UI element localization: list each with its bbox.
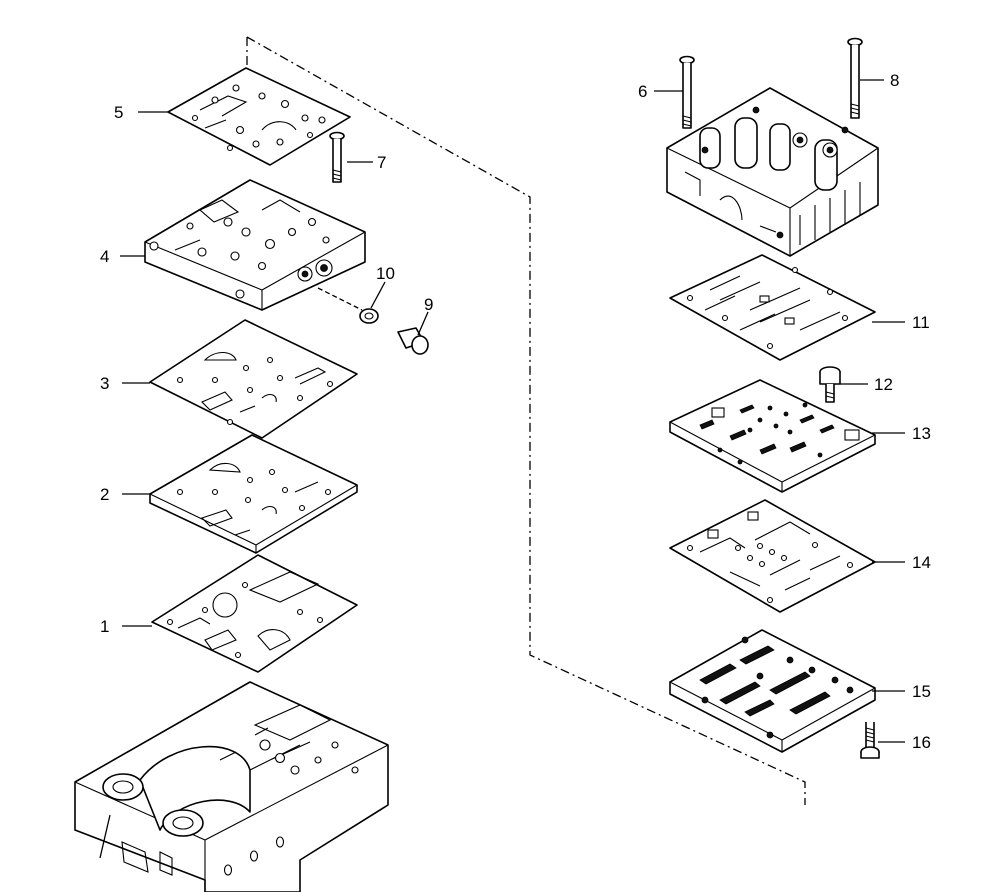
part-12-screw <box>819 366 841 403</box>
part-5-cover-plate <box>167 67 351 166</box>
assembly-boundary-line <box>246 36 806 805</box>
leader-lines <box>99 79 905 859</box>
part-9-plug <box>397 327 429 355</box>
callout-11: 11 <box>912 313 930 332</box>
part-7-bolt <box>329 131 345 183</box>
part-6-bolt <box>679 55 695 129</box>
part-4-valve-body <box>144 179 366 311</box>
callout-15: 15 <box>912 682 931 701</box>
part-13-intermediate-plate <box>669 379 876 493</box>
callout-3: 3 <box>100 374 109 393</box>
callout-9: 9 <box>424 295 433 314</box>
callout-14: 14 <box>912 553 931 572</box>
part-15-valve-body <box>669 629 876 753</box>
part-10-seal-ring <box>317 287 379 324</box>
part-8-bolt <box>847 37 863 119</box>
callout-2: 2 <box>100 485 109 504</box>
callout-8: 8 <box>890 71 899 90</box>
callout-10: 10 <box>376 264 395 283</box>
callout-6: 6 <box>638 82 647 101</box>
part-11-gasket-plate <box>669 254 876 361</box>
callout-5: 5 <box>114 103 123 122</box>
part-2-intermediate-plate <box>149 434 358 554</box>
transmission-housing <box>74 681 389 892</box>
part-16-screw <box>860 722 880 759</box>
callout-7: 7 <box>377 153 386 172</box>
part-1-gasket-plate <box>151 554 358 673</box>
upper-valve-housing <box>666 87 879 257</box>
callout-1: 1 <box>100 617 109 636</box>
part-14-gasket-plate <box>669 499 876 613</box>
callout-13: 13 <box>912 424 931 443</box>
part-3-gasket-plate <box>149 319 358 439</box>
callout-4: 4 <box>100 247 109 266</box>
callout-12: 12 <box>874 375 893 394</box>
callout-16: 16 <box>912 733 931 752</box>
